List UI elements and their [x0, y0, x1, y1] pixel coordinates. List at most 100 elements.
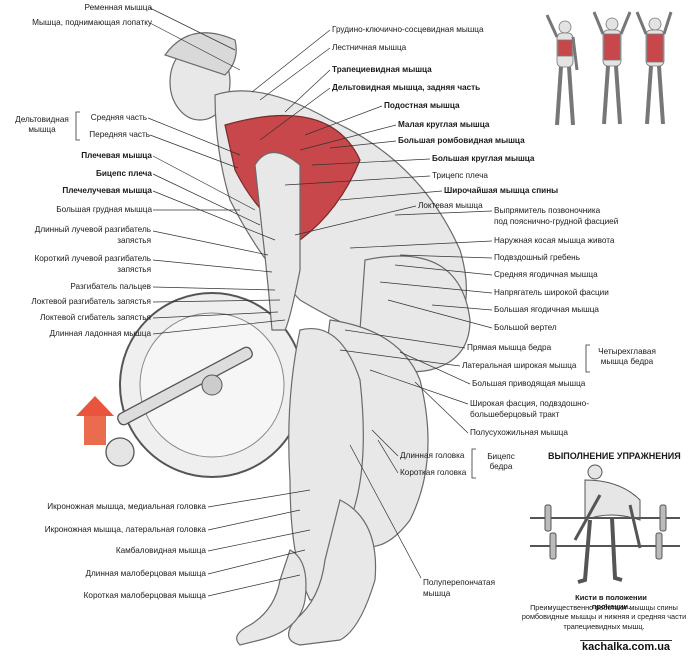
- leader-line: [299, 124, 397, 151]
- muscle-label: Большая ромбовидная мышца: [398, 136, 525, 145]
- muscle-label: Дельтовидная мышца, задняя часть: [332, 83, 481, 92]
- leader-line: [207, 574, 301, 597]
- leader-line: [431, 304, 493, 311]
- muscle-label: Разгибатель пальцев: [70, 282, 151, 291]
- leader-line: [339, 349, 461, 367]
- muscle-label: Локтевая мышца: [418, 201, 483, 210]
- leader-line: [152, 286, 276, 291]
- muscle-map-thumbnails: [545, 11, 673, 126]
- muscle-label: Камбаловидная мышца: [115, 546, 206, 555]
- muscle-label: Малая круглая мышца: [398, 120, 490, 129]
- leader-line: [284, 69, 331, 113]
- leader-line: [414, 381, 469, 434]
- body-outline: [164, 32, 471, 646]
- muscle-label: Латеральная широкая мышца: [462, 361, 577, 370]
- barbell: [105, 292, 305, 478]
- leader-line: [152, 259, 273, 273]
- leader-line: [349, 444, 422, 579]
- leader-line: [152, 173, 261, 226]
- leader-line: [387, 299, 493, 329]
- leader-line: [369, 369, 469, 405]
- muscle-label: Большая грудная мышца: [56, 205, 152, 214]
- muscle-label: Икроножная мышца, медиальная головка: [47, 502, 206, 511]
- leader-line: [152, 230, 269, 256]
- leader-line: [394, 210, 493, 216]
- leader-line: [259, 87, 331, 141]
- muscle-label: Большая ягодичная мышца: [494, 305, 599, 314]
- leader-line: [251, 29, 331, 93]
- lift-arrow: [76, 396, 114, 445]
- leader-line: [207, 509, 301, 531]
- muscle-label: Выпрямитель позвоночника: [494, 206, 601, 215]
- leader-line: [152, 155, 256, 211]
- muscle-label: Локтевой сгибатель запястья: [40, 313, 151, 322]
- muscle-label: запястья: [117, 236, 151, 245]
- leader-line: [311, 158, 431, 166]
- exercise-title: ВЫПОЛНЕНИЕ УПРАЖНЕНИЯ: [548, 451, 681, 461]
- muscle-label: Большой вертел: [494, 323, 557, 332]
- muscle-label: Средняя часть: [90, 113, 147, 122]
- muscle-label: Широчайшая мышца спины: [444, 186, 559, 195]
- muscle-label: Прямая мышца бедра: [467, 343, 552, 352]
- leader-line: [152, 311, 279, 319]
- muscle-label: Грудино-ключично-сосцевидная мышца: [332, 25, 484, 34]
- muscle-label: Локтевой разгибатель запястья: [31, 297, 151, 306]
- leader-line: [207, 549, 306, 575]
- leader-line: [152, 319, 286, 335]
- leader-line: [284, 175, 431, 186]
- leader-line: [394, 264, 493, 276]
- muscle-label: Короткая малоберцовая мышца: [83, 591, 206, 600]
- muscle-label: Ременная мышца: [84, 3, 152, 12]
- muscle-label: Плечелучевая мышца: [62, 186, 152, 195]
- leader-line: [379, 281, 493, 294]
- leader-line: [294, 205, 417, 236]
- leader-line: [259, 47, 331, 101]
- leader-line: [147, 117, 241, 156]
- muscle-label: Трапециевидная мышца: [332, 65, 432, 74]
- muscle-label: большеберцовый тракт: [470, 410, 560, 419]
- muscle-label: Плечевая мышца: [81, 151, 152, 160]
- leader-line: [207, 489, 311, 508]
- muscle-label: под пояснично-грудной фасцией: [494, 217, 619, 226]
- muscle-label: Большая круглая мышца: [432, 154, 535, 163]
- muscle-label: Бицепс плеча: [96, 169, 152, 178]
- site-brand: kachalka.com.ua: [580, 640, 673, 653]
- muscle-label: Длинная ладонная мышца: [49, 329, 152, 338]
- muscle-label: Широкая фасция, подвздошно-: [470, 399, 589, 408]
- muscle-label: Длинная головка: [400, 451, 465, 460]
- leader-line: [349, 240, 493, 249]
- muscle-label: Наружная косая мышца живота: [494, 236, 615, 245]
- muscle-label: Короткий лучевой разгибатель: [34, 254, 151, 263]
- leader-line: [399, 254, 493, 259]
- muscle-label: Подостная мышца: [384, 101, 460, 110]
- muscle-label: Мышца, поднимающая лопатку: [32, 18, 152, 27]
- muscle-label: Передняя часть: [89, 130, 150, 139]
- leader-line: [149, 134, 239, 169]
- muscle-label: Короткая головка: [400, 468, 467, 477]
- leader-line: [344, 329, 466, 349]
- leader-line: [152, 299, 281, 303]
- muscle-label: Длинный лучевой разгибатель: [34, 225, 151, 234]
- muscle-label: Полуперепончатая: [423, 578, 496, 587]
- muscle-label: Трицепс плеча: [432, 171, 488, 180]
- muscle-label: Напрягатель широкой фасции: [494, 288, 609, 297]
- muscle-label: Большая приводящая мышца: [472, 379, 586, 388]
- muscle-label: Подвздошный гребень: [494, 253, 580, 262]
- leader-line: [149, 7, 236, 51]
- brackets: [75, 111, 590, 479]
- leader-line: [371, 429, 399, 457]
- muscle-label: Средняя ягодичная мышца: [494, 270, 598, 279]
- exercise-note-bold: Кисти в положении пронации.: [575, 593, 647, 611]
- leader-line: [329, 140, 397, 149]
- exercise-note: Преимущественно работают мышцы спины ром…: [521, 603, 687, 631]
- leader-lines: [147, 7, 493, 597]
- muscle-label: мышца: [423, 589, 451, 598]
- muscle-label: Лестничная мышца: [332, 43, 407, 52]
- muscle-label: Длинная малоберцовая мышца: [85, 569, 206, 578]
- leader-line: [207, 529, 311, 552]
